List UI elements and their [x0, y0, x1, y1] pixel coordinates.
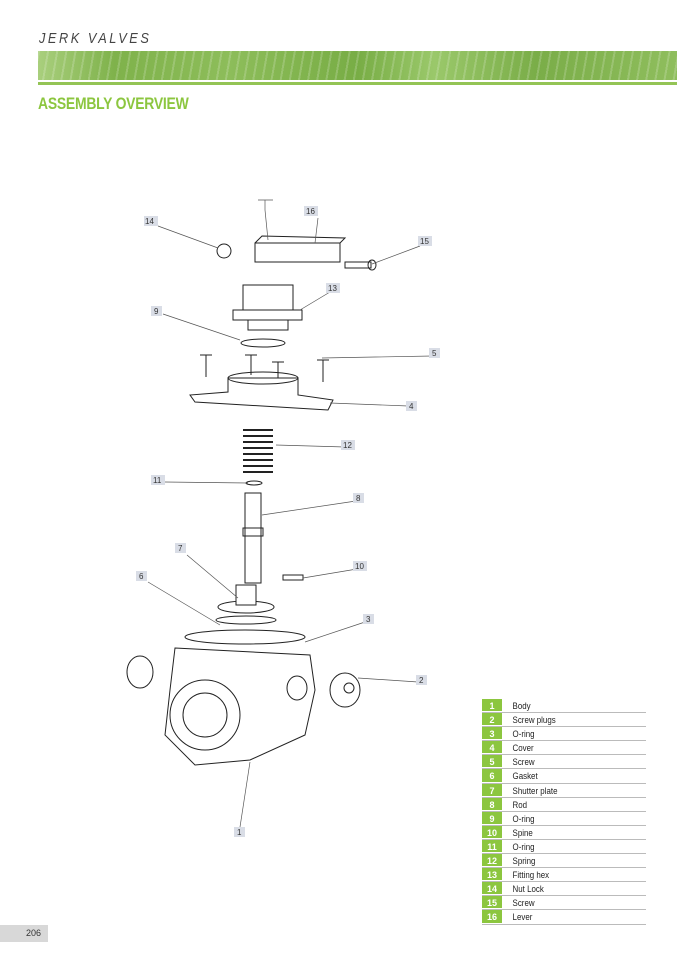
part-name: Cover [512, 743, 534, 754]
callout: 8 [353, 493, 364, 503]
callout: 9 [151, 306, 162, 316]
part-number: 1 [482, 699, 502, 713]
svg-text:6: 6 [139, 572, 144, 581]
part-number: 5 [482, 755, 502, 769]
callout: 11 [151, 475, 165, 485]
legend-row: 9 O-ring [482, 811, 646, 826]
part-number: 7 [482, 783, 502, 797]
legend-row: 8 Rod [482, 797, 646, 812]
header-banner [38, 51, 677, 80]
part-name: Screw [512, 898, 535, 909]
part-number: 16 [482, 910, 502, 924]
legend-row: 15 Screw [482, 896, 646, 911]
part-number: 15 [482, 896, 502, 910]
callout: 16 [304, 206, 318, 216]
part-name: Spine [512, 827, 533, 838]
svg-text:10: 10 [355, 562, 364, 571]
part-name: Rod [512, 799, 528, 810]
legend-row: 6 Gasket [482, 769, 646, 784]
legend-row: 4 Cover [482, 741, 646, 756]
callout: 5 [429, 348, 440, 358]
part-name: O-ring [512, 729, 535, 740]
svg-text:3: 3 [366, 615, 371, 624]
svg-text:15: 15 [420, 237, 429, 246]
part-number: 3 [482, 727, 502, 741]
callout: 6 [136, 571, 147, 581]
part-name: O-ring [512, 841, 535, 852]
part-name: Screw plugs [512, 715, 556, 726]
legend-row: 2 Screw plugs [482, 713, 646, 728]
legend-row: 7 Shutter plate [482, 783, 646, 798]
header-rule [38, 82, 677, 85]
legend-row: 1 Body [482, 699, 646, 714]
part-name: Nut Lock [512, 884, 544, 895]
callout: 7 [175, 543, 186, 553]
part-name: O-ring [512, 813, 535, 824]
legend-row: 10 Spine [482, 825, 646, 840]
part-name: Body [512, 701, 531, 711]
part-number: 11 [482, 839, 502, 854]
svg-text:14: 14 [145, 217, 154, 226]
part-name: Lever [512, 912, 533, 923]
svg-text:8: 8 [356, 494, 361, 503]
callout-labels: 14 16 15 13 9 5 4 12 11 8 7 10 6 3 2 1 [136, 206, 440, 837]
callout: 4 [406, 401, 417, 411]
legend-row: 3 O-ring [482, 727, 646, 742]
svg-text:16: 16 [306, 207, 315, 216]
legend-row: 11 O-ring [482, 839, 646, 855]
callout: 12 [341, 440, 355, 450]
part-number: 9 [482, 811, 502, 825]
svg-text:13: 13 [328, 284, 337, 293]
svg-text:11: 11 [153, 476, 162, 485]
part-number: 8 [482, 797, 502, 811]
callout: 15 [418, 236, 432, 246]
callout: 3 [363, 614, 374, 624]
part-number: 6 [482, 769, 502, 783]
part-number: 2 [482, 713, 502, 727]
callout: 13 [326, 283, 340, 293]
legend-row: 13 Fitting hex [482, 868, 646, 883]
part-number: 10 [482, 825, 502, 839]
svg-text:9: 9 [154, 307, 159, 316]
part-number: 14 [482, 882, 502, 896]
part-number: 4 [482, 741, 502, 755]
page-number: 206 [0, 925, 48, 942]
part-number: 12 [482, 854, 502, 868]
leader-lines [147, 199, 433, 828]
svg-text:7: 7 [178, 544, 183, 553]
svg-text:5: 5 [432, 349, 437, 358]
spring-coils [243, 429, 273, 473]
section-header: JERK VALVES [39, 30, 152, 47]
legend-row: 16 Lever [482, 910, 646, 925]
callout: 1 [234, 827, 245, 837]
part-number: 13 [482, 868, 502, 882]
page-title: ASSEMBLY OVERVIEW [38, 94, 189, 113]
legend-row: 5 Screw [482, 755, 646, 770]
legend-row: 12 Spring [482, 854, 646, 869]
svg-text:2: 2 [419, 676, 424, 685]
callout: 2 [416, 675, 427, 685]
svg-text:12: 12 [343, 441, 352, 450]
part-name: Shutter plate [512, 785, 558, 796]
legend-row: 14 Nut Lock [482, 882, 646, 897]
part-name: Fitting hex [512, 870, 550, 881]
svg-text:4: 4 [409, 402, 414, 411]
parts-drawing [126, 235, 377, 766]
part-name: Spring [512, 856, 536, 867]
part-name: Screw [512, 757, 535, 768]
part-name: Gasket [512, 771, 538, 782]
callout: 10 [353, 561, 367, 571]
callout: 14 [144, 216, 158, 226]
svg-text:1: 1 [237, 828, 242, 837]
